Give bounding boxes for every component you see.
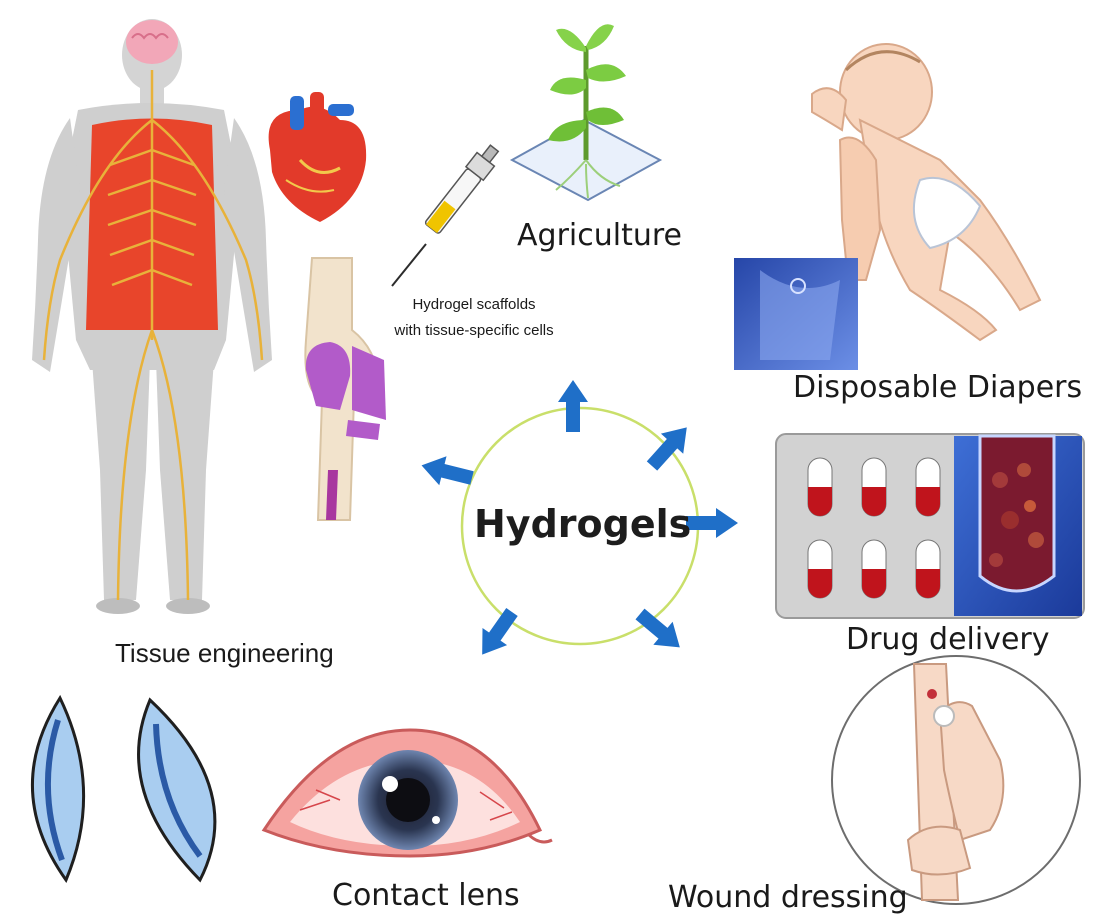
plant-icon <box>512 24 660 200</box>
scaffold-caption-line1: Hydrogel scaffolds <box>374 292 574 318</box>
arrow-left-icon <box>418 451 476 493</box>
scaffold-caption-line2: with tissue-specific cells <box>374 318 574 344</box>
contact-lens-label: Contact lens <box>332 878 520 913</box>
heart-icon <box>269 92 367 222</box>
human-body-figure <box>32 19 272 614</box>
drug-delivery-image <box>776 434 1084 618</box>
tissue-engineering-label: Tissue engineering <box>115 638 334 669</box>
contact-lens-icon <box>32 698 83 880</box>
syringe-icon <box>392 141 503 286</box>
center-label: Hydrogels <box>474 502 691 546</box>
drug-delivery-label: Drug delivery <box>846 622 1050 657</box>
contact-lens-icon <box>139 700 215 880</box>
wound-dressing-label: Wound dressing <box>668 880 908 915</box>
agriculture-label: Agriculture <box>517 218 682 253</box>
wound-dressing-image <box>832 656 1080 904</box>
eye-icon <box>264 730 552 856</box>
scaffold-caption: Hydrogel scaffolds with tissue-specific … <box>374 292 574 344</box>
disposable-diapers-label: Disposable Diapers <box>793 370 1082 405</box>
brain-icon <box>126 20 178 64</box>
